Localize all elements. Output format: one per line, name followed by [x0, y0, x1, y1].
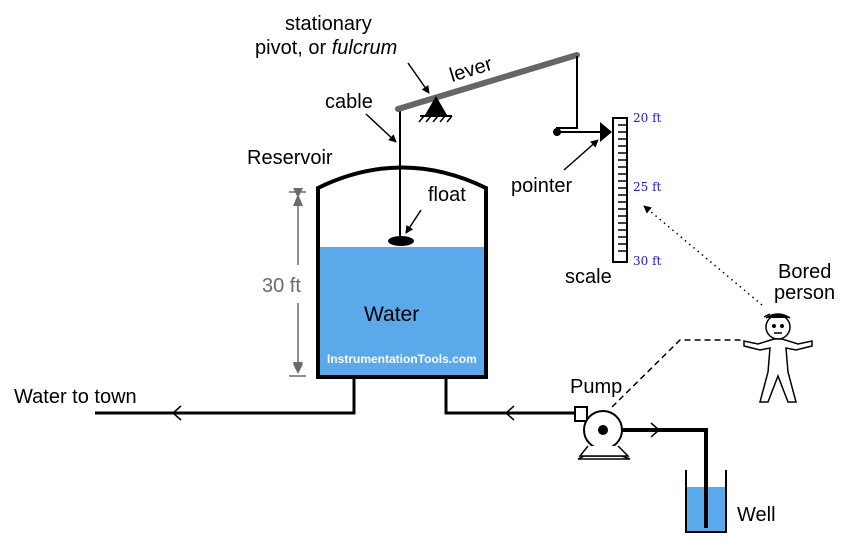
float-callout — [405, 209, 422, 234]
scale: 20 ft 25 ft 30 ft — [612, 111, 662, 268]
float-label: float — [428, 184, 466, 206]
well-flow-arrow-icon — [650, 422, 661, 438]
water-to-town-label: Water to town — [14, 386, 137, 408]
scale-tick-20: 20 ft — [633, 111, 662, 125]
fulcrum-label-line1: stationary — [285, 13, 372, 35]
reservoir-water — [318, 247, 486, 376]
inlet-flow-arrow-icon — [504, 405, 515, 421]
cable-callout — [365, 113, 397, 143]
town-pipe — [95, 377, 356, 415]
watermark: InstrumentationTools.com — [327, 352, 477, 366]
sight-line — [643, 205, 763, 306]
well-label: Well — [737, 504, 776, 526]
bored-label-line1: Bored — [778, 261, 831, 283]
inlet-pipe — [444, 377, 578, 415]
scale-tick-30: 30 ft — [633, 254, 662, 268]
well — [685, 430, 727, 533]
town-flow-arrow-icon — [171, 405, 182, 421]
height-label: 30 ft — [262, 275, 301, 297]
reservoir-label: Reservoir — [247, 147, 333, 169]
fulcrum-label-line2: pivot, or fulcrum — [255, 37, 397, 59]
pointer-linkage — [556, 56, 578, 129]
water-label: Water — [364, 303, 419, 326]
bored-label-line2: person — [774, 282, 835, 304]
pointer-arrow-icon — [600, 122, 612, 142]
float — [388, 236, 414, 246]
fulcrum-icon — [418, 96, 453, 123]
pump-icon — [574, 406, 631, 460]
lever — [395, 52, 580, 112]
fulcrum-callout — [407, 62, 430, 94]
scale-tick-25: 25 ft — [633, 180, 662, 194]
reservoir-tank — [316, 165, 488, 379]
pointer-callout — [563, 139, 599, 171]
cable-label: cable — [325, 91, 373, 113]
pointer-label: pointer — [511, 175, 572, 197]
pointer-pivot — [553, 128, 561, 136]
bored-person-icon — [743, 313, 813, 403]
scale-label: scale — [565, 266, 612, 288]
pump-label: Pump — [570, 376, 622, 398]
pump-control-line — [611, 339, 742, 408]
height-dimension — [289, 188, 306, 377]
